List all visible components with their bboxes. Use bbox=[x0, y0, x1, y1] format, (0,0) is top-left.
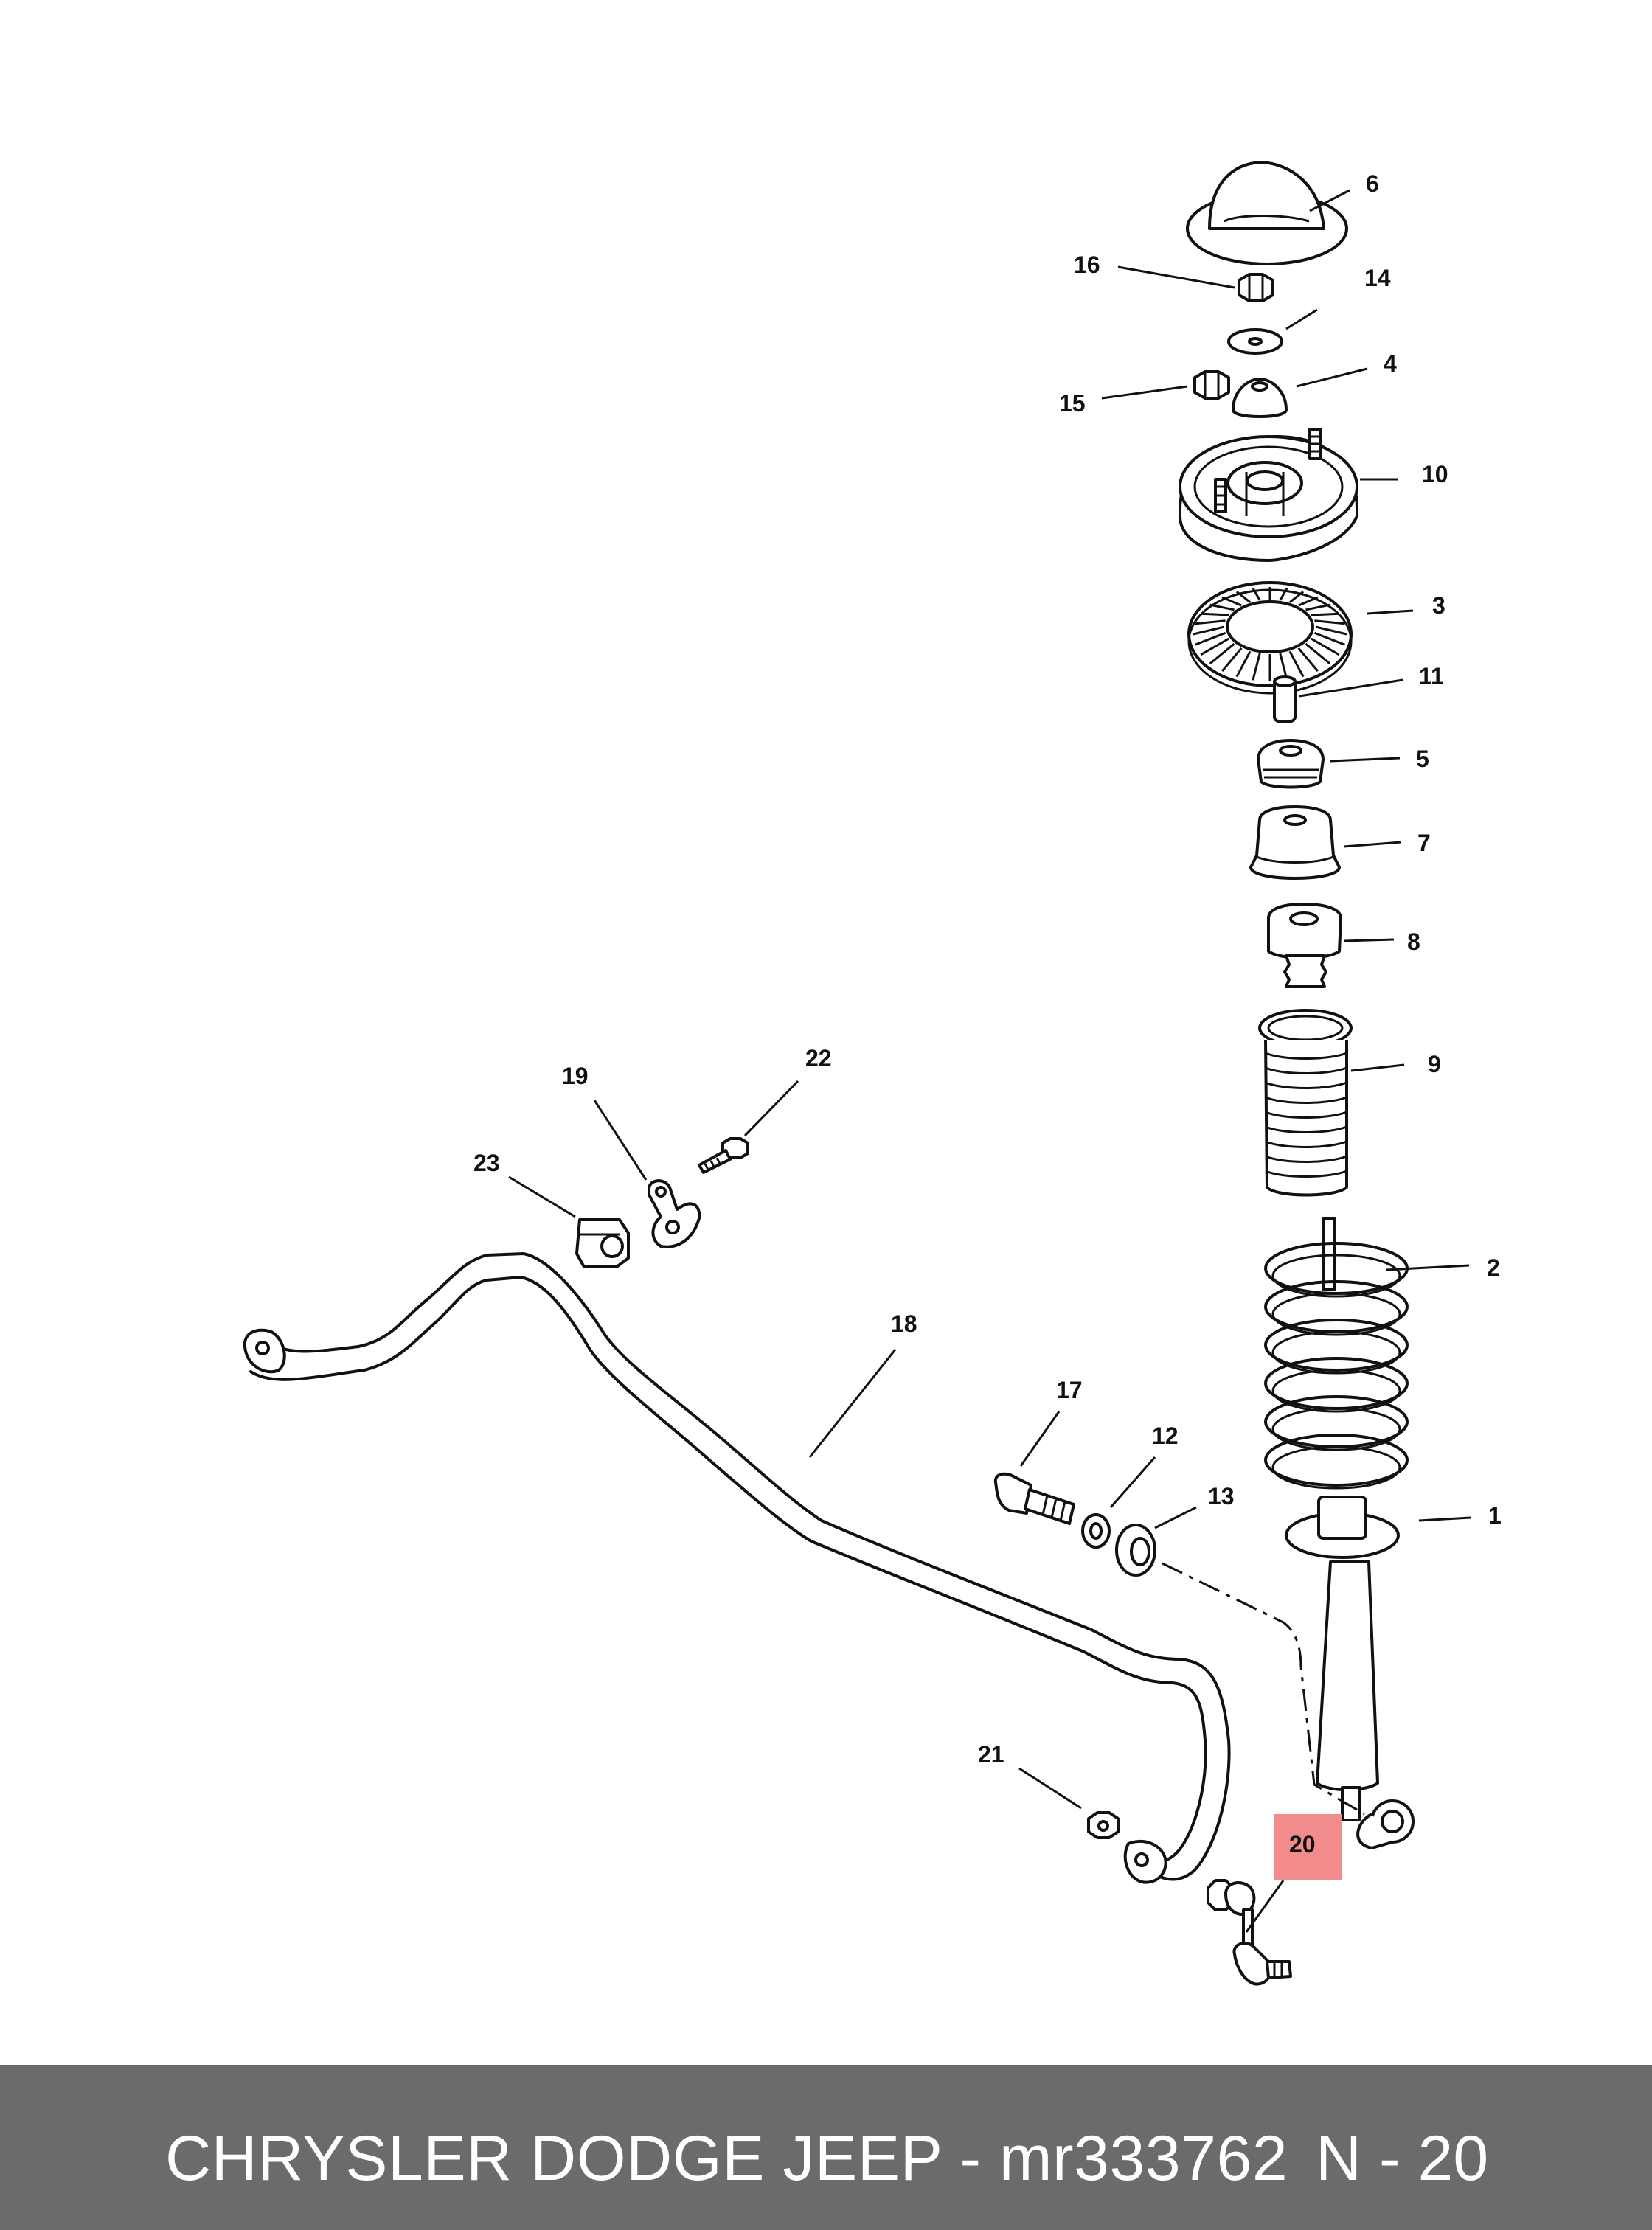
callout-22: 22 bbox=[805, 1045, 832, 1071]
part-7-cup bbox=[1249, 805, 1341, 880]
parts-diagram: 6 16 14 4 15 10 3 11 5 7 8 9 2 22 19 23 … bbox=[243, 161, 1502, 1986]
part-8-jounce-bumper bbox=[1267, 903, 1342, 988]
callout-8: 8 bbox=[1407, 928, 1420, 955]
part-10-strut-mount bbox=[1179, 428, 1358, 562]
part-11-sleeve bbox=[1273, 675, 1297, 723]
part-12-washer bbox=[1081, 1513, 1111, 1549]
part-6-top-cap bbox=[1186, 161, 1348, 265]
part-13-bushing bbox=[1115, 1524, 1156, 1577]
callout-1: 1 bbox=[1488, 1502, 1502, 1529]
footer-title: CHRYSLER DODGE JEEP - mr333762 bbox=[165, 2123, 1288, 2194]
part-18-sway-bar bbox=[243, 1252, 1231, 1884]
footer-code: N - 20 bbox=[1316, 2123, 1489, 2194]
callout-5: 5 bbox=[1416, 746, 1429, 772]
callout-17: 17 bbox=[1056, 1377, 1083, 1403]
callout-20: 20 bbox=[1289, 1831, 1316, 1858]
callout-6: 6 bbox=[1366, 170, 1379, 197]
callout-3: 3 bbox=[1432, 592, 1446, 619]
part-2-coil-spring bbox=[1264, 1217, 1409, 1490]
leader-lines bbox=[508, 189, 1471, 1933]
callout-10: 10 bbox=[1422, 461, 1448, 487]
part-16-nut bbox=[1238, 273, 1274, 302]
callout-labels: 6 16 14 4 15 10 3 11 5 7 8 9 2 22 19 23 … bbox=[473, 170, 1502, 1858]
footer-bar: CHRYSLER DODGE JEEP - mr333762 N - 20 bbox=[0, 2065, 1652, 2230]
part-3-spring-seat bbox=[1187, 581, 1353, 695]
callout-14: 14 bbox=[1364, 265, 1391, 291]
callout-4: 4 bbox=[1384, 350, 1397, 377]
callout-12: 12 bbox=[1152, 1423, 1179, 1449]
callout-9: 9 bbox=[1428, 1051, 1441, 1077]
part-5-bumper bbox=[1257, 739, 1325, 789]
callout-23: 23 bbox=[473, 1150, 500, 1176]
callout-2: 2 bbox=[1487, 1254, 1500, 1281]
part-4-bushing bbox=[1232, 378, 1288, 418]
part-17-bolt bbox=[993, 1472, 1075, 1525]
callout-21: 21 bbox=[978, 1741, 1004, 1768]
part-1-shock-absorber bbox=[1285, 1496, 1415, 1849]
part-20-stabilizer-link bbox=[1207, 1879, 1292, 1986]
callout-11: 11 bbox=[1419, 663, 1444, 690]
highlight-box bbox=[1274, 1814, 1342, 1880]
callout-19: 19 bbox=[562, 1063, 589, 1089]
part-9-dust-boot bbox=[1258, 1009, 1353, 1197]
part-21-nut bbox=[1087, 1811, 1120, 1839]
part-15-nut bbox=[1193, 370, 1230, 400]
part-19-bracket bbox=[648, 1179, 701, 1248]
part-22-bolt bbox=[698, 1137, 749, 1174]
callout-7: 7 bbox=[1417, 830, 1431, 856]
callout-15: 15 bbox=[1059, 390, 1086, 417]
callout-13: 13 bbox=[1208, 1483, 1235, 1510]
part-14-washer bbox=[1227, 328, 1283, 355]
callout-16: 16 bbox=[1074, 251, 1100, 278]
part-23-bushing bbox=[575, 1218, 630, 1268]
callout-18: 18 bbox=[891, 1310, 917, 1337]
